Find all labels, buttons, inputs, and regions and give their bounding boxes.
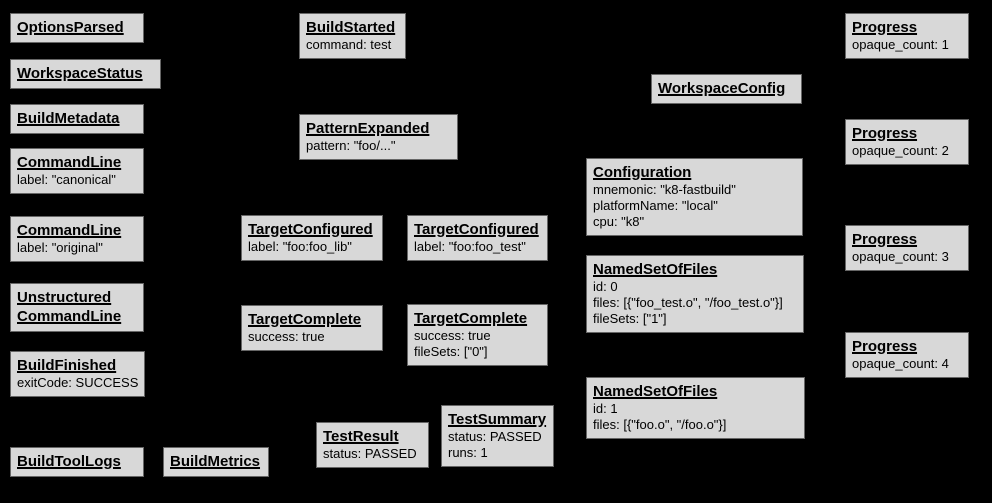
node-field: label: "foo:foo_test"	[414, 239, 526, 254]
node-title: CommandLine	[17, 154, 122, 171]
node-title: OptionsParsed	[17, 19, 124, 36]
node-title: Configuration	[593, 164, 692, 181]
node-title: BuildStarted	[306, 19, 396, 36]
node-title: NamedSetOfFiles	[593, 261, 718, 278]
node-field: cpu: "k8"	[593, 214, 645, 229]
event-node-buildtoollogs: BuildToolLogs	[10, 447, 144, 477]
node-field: success: true	[248, 329, 325, 344]
event-node-buildmetrics: BuildMetrics	[163, 447, 269, 477]
event-node-optionsparsed: OptionsParsed	[10, 13, 144, 43]
node-title: WorkspaceStatus	[17, 65, 143, 82]
node-title: Progress	[852, 231, 918, 248]
node-field: fileSets: ["0"]	[414, 344, 488, 359]
node-title: TargetComplete	[248, 311, 362, 328]
node-field: files: [{"foo.o", "/foo.o"}]	[593, 417, 727, 432]
node-field: opaque_count: 3	[852, 249, 949, 264]
node-title: Unstructured CommandLine	[17, 289, 122, 325]
node-title: Progress	[852, 19, 918, 36]
node-field: opaque_count: 4	[852, 356, 949, 371]
node-title: TargetConfigured	[414, 221, 539, 238]
node-title: CommandLine	[17, 222, 122, 239]
node-title: BuildFinished	[17, 357, 117, 374]
node-title: TestSummary	[448, 411, 547, 428]
node-title: Progress	[852, 125, 918, 142]
node-field: pattern: "foo/..."	[306, 138, 396, 153]
node-title: TestResult	[323, 428, 399, 445]
event-node-buildmetadata: BuildMetadata	[10, 104, 144, 134]
node-title: PatternExpanded	[306, 120, 430, 137]
node-title: BuildToolLogs	[17, 453, 121, 470]
node-field: files: [{"foo_test.o", "/foo_test.o"}]	[593, 295, 783, 310]
node-field: exitCode: SUCCESS	[17, 375, 139, 390]
node-title: TargetComplete	[414, 310, 528, 327]
node-field: success: true	[414, 328, 491, 343]
node-field: opaque_count: 2	[852, 143, 949, 158]
node-title: WorkspaceConfig	[658, 80, 786, 97]
node-field: label: "canonical"	[17, 172, 116, 187]
node-field: label: "foo:foo_lib"	[248, 239, 352, 254]
node-field: status: PASSED	[448, 429, 542, 444]
node-field: label: "original"	[17, 240, 103, 255]
event-node-unstructured-commandline: Unstructured CommandLine	[10, 283, 144, 332]
node-field: status: PASSED	[323, 446, 417, 461]
node-title: NamedSetOfFiles	[593, 383, 718, 400]
node-title: BuildMetadata	[17, 110, 120, 127]
node-field: mnemonic: "k8-fastbuild"	[593, 182, 736, 197]
node-field: platformName: "local"	[593, 198, 718, 213]
node-field: id: 0	[593, 279, 618, 294]
node-title: Progress	[852, 338, 918, 355]
node-field: fileSets: ["1"]	[593, 311, 667, 326]
event-node-workspaceconfig: WorkspaceConfig	[651, 74, 802, 104]
node-field: opaque_count: 1	[852, 37, 949, 52]
event-node-workspacestatus: WorkspaceStatus	[10, 59, 161, 89]
node-field: command: test	[306, 37, 392, 52]
node-title: TargetConfigured	[248, 221, 373, 238]
node-field: id: 1	[593, 401, 618, 416]
node-title: BuildMetrics	[170, 453, 261, 470]
node-field: runs: 1	[448, 445, 488, 460]
